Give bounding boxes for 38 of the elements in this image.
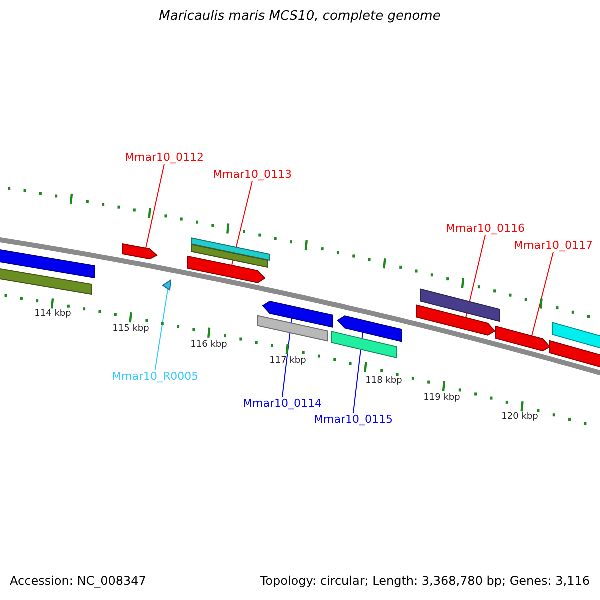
- gene-block: [550, 340, 600, 370]
- gene-block: [416, 304, 496, 336]
- leader-line: [532, 252, 554, 337]
- gene-block: [188, 256, 266, 284]
- gene-block: [122, 244, 158, 260]
- scale-label: 120 kbp: [502, 412, 538, 423]
- title: Maricaulis maris MCS10, complete genome: [159, 9, 441, 24]
- leader-line: [282, 318, 292, 398]
- leader-line: [154, 289, 168, 370]
- scale-label: 114 kbp: [34, 309, 72, 320]
- gene-label: Mmar10_0113: [213, 168, 292, 182]
- gene-bar: [420, 288, 500, 322]
- scale-label: 116 kbp: [190, 340, 228, 351]
- gene-label: Mmar10_R0005: [112, 370, 199, 384]
- scale-label: 115 kbp: [112, 324, 150, 335]
- scale-label: 118 kbp: [366, 376, 402, 387]
- gene-bar: [192, 238, 270, 262]
- gene-bar: [0, 268, 92, 296]
- gene-bar: [332, 331, 398, 359]
- gene-block: [262, 300, 334, 328]
- gene-label: Mmar10_0117: [514, 239, 593, 252]
- footer-text: Topology: circular; Length: 3,368,780 bp; Genes: 3,116: [260, 574, 590, 588]
- gene-bar: [192, 244, 268, 268]
- footer-text: Accession: NC_008347: [10, 574, 146, 588]
- gene-label: Mmar10_0112: [125, 151, 204, 164]
- gene-label: Mmar10_0115: [314, 413, 393, 426]
- gene-bar: [258, 315, 328, 342]
- scale-label: 117 kbp: [270, 356, 306, 367]
- scale-label: 119 kbp: [424, 393, 460, 404]
- gene-bar: [552, 322, 600, 352]
- leader-line: [352, 332, 364, 414]
- gene-label: Mmar10_0114: [243, 397, 322, 410]
- leader-line: [146, 164, 165, 249]
- gene-bar: [0, 248, 96, 279]
- gene-block: [496, 326, 551, 352]
- triangle-marker: [162, 279, 172, 292]
- gene-block: [337, 316, 402, 342]
- gene-label: Mmar10_0116: [446, 222, 525, 236]
